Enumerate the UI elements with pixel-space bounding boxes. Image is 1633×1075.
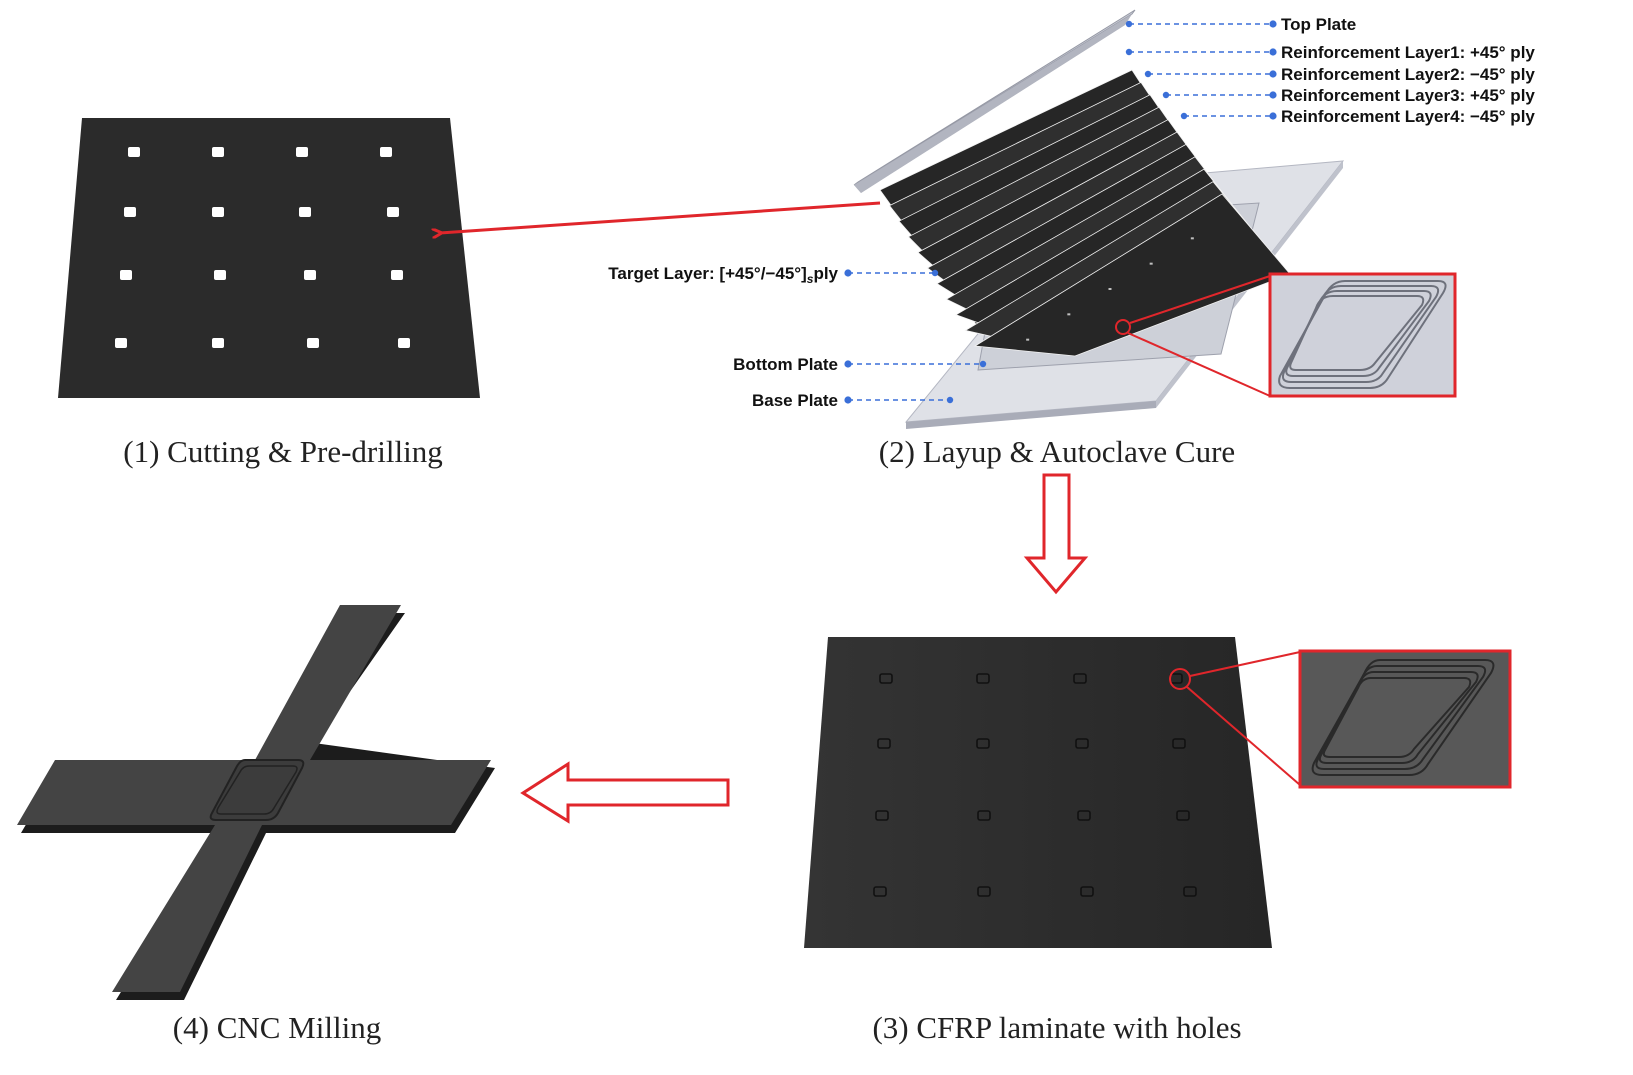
leader-dots: [844, 20, 1277, 404]
label-bottom-plate: Bottom Plate: [733, 355, 838, 374]
drilled-hole: [307, 338, 319, 348]
drilled-hole-grid: [115, 147, 410, 348]
laminate-hole: [1176, 810, 1190, 821]
label-top-plate: Top Plate: [1281, 15, 1356, 34]
laminate-hole: [1073, 673, 1087, 684]
ply-stack: [879, 69, 1291, 357]
hollow-arrow-down: [1023, 473, 1089, 595]
drilled-hole: [391, 270, 403, 280]
step2-layup-stack: [853, 9, 1345, 429]
drilled-hole: [398, 338, 410, 348]
drilled-hole: [124, 207, 136, 217]
drilled-hole: [212, 338, 224, 348]
laminate-hole: [879, 673, 893, 684]
laminate-hole: [1183, 886, 1197, 897]
hollow-arrow-left: [520, 761, 730, 824]
detail-circle-2: [1169, 668, 1191, 690]
detail-zoom-box-2: [1298, 649, 1512, 789]
drilled-hole: [120, 270, 132, 280]
drilled-ply-sheet: [58, 118, 480, 398]
caption-step4: (4) CNC Milling: [173, 1010, 381, 1045]
laminate-hole: [976, 673, 990, 684]
laminate-hole: [873, 886, 887, 897]
drilled-hole: [212, 207, 224, 217]
laminate-hole: [1080, 886, 1094, 897]
label-reinforcement-2: Reinforcement Layer2: −45° ply: [1281, 65, 1535, 84]
laminate-hole: [977, 886, 991, 897]
caption-step3: (3) CFRP laminate with holes: [872, 1010, 1241, 1045]
laminate-hole: [1075, 738, 1089, 749]
layup-leader-lines: [848, 23, 1273, 401]
layup-hole-detail: [1115, 272, 1457, 398]
caption-step2: (2) Layup & Autoclave Cure: [879, 434, 1235, 469]
step3-laminate: [804, 637, 1272, 948]
drilled-hole: [115, 338, 127, 348]
drilled-hole: [212, 147, 224, 157]
laminate-hole: [1172, 738, 1186, 749]
laminate-hole-grid: [873, 673, 1197, 897]
drilled-hole: [214, 270, 226, 280]
drilled-hole: [380, 147, 392, 157]
label-reinforcement-1: Reinforcement Layer1: +45° ply: [1281, 43, 1535, 62]
label-target-layer: Target Layer: [+45°/−45°]sply: [608, 264, 838, 286]
laminate-hole: [976, 738, 990, 749]
label-reinforcement-4: Reinforcement Layer4: −45° ply: [1281, 107, 1535, 126]
step4-cross-specimen: [17, 605, 495, 1000]
drilled-hole: [296, 147, 308, 157]
step1-drilled-ply: [58, 118, 480, 398]
drilled-hole: [299, 207, 311, 217]
cross-center-window: [209, 759, 305, 821]
label-reinforcement-3: Reinforcement Layer3: +45° ply: [1281, 86, 1535, 105]
laminate-hole: [1077, 810, 1091, 821]
red-arrow-transfer: [440, 201, 881, 233]
caption-step1: (1) Cutting & Pre-drilling: [123, 434, 442, 469]
detail-circle-1: [1115, 319, 1131, 335]
laminate-hole: [875, 810, 889, 821]
laminate-hole-detail: [1169, 649, 1512, 789]
laminate-hole: [977, 810, 991, 821]
drilled-hole: [304, 270, 316, 280]
label-base-plate: Base Plate: [752, 391, 838, 410]
laminate-sheet: [804, 637, 1272, 948]
drilled-hole: [387, 207, 399, 217]
laminate-hole: [877, 738, 891, 749]
drilled-hole: [128, 147, 140, 157]
